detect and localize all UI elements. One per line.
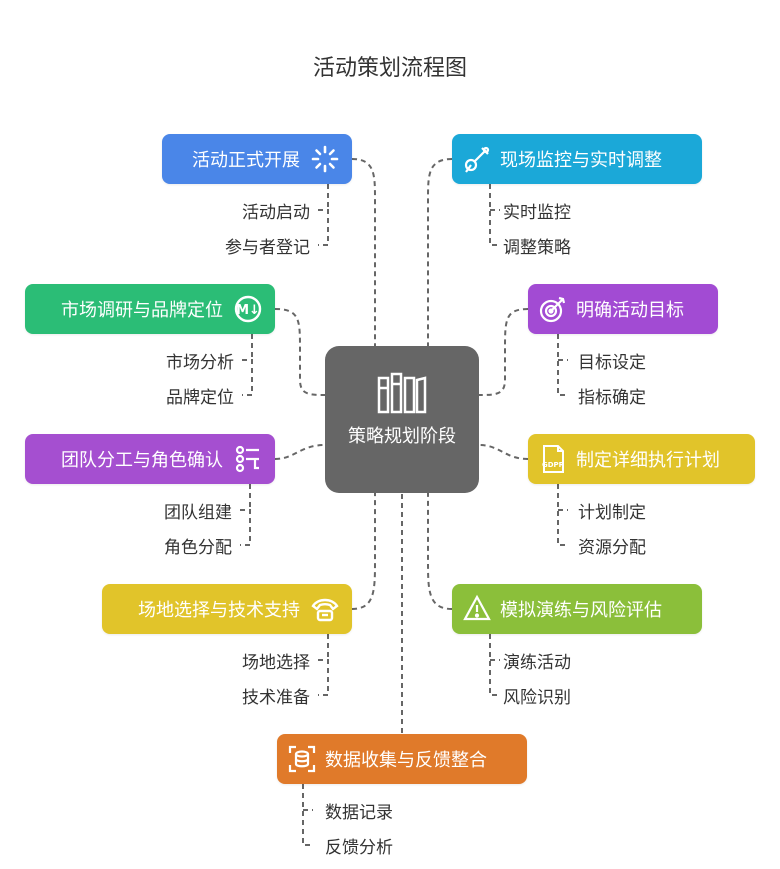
connector-venue: [351, 493, 376, 610]
connector-launch: [351, 158, 376, 346]
sub-connector-market: [242, 334, 253, 396]
sub-data-1: 反馈分析: [325, 838, 393, 858]
connector-market: [274, 308, 326, 396]
node-venue-label: 场地选择与技术支持: [138, 600, 300, 621]
node-data[interactable]: 数据收集与反馈整合: [277, 734, 527, 784]
svg-text:M↓: M↓: [236, 303, 260, 318]
sub-goal-0: 目标设定: [578, 353, 646, 373]
warning-icon: [462, 594, 492, 624]
sub-plan-1: 资源分配: [578, 538, 646, 558]
node-market[interactable]: 市场调研与品牌定位 M↓: [25, 284, 275, 334]
connector-team: [274, 444, 326, 460]
node-monitor-label: 现场监控与实时调整: [500, 150, 662, 171]
sub-market-0: 市场分析: [166, 353, 234, 373]
data-scan-icon: [287, 744, 317, 774]
node-drill-label: 模拟演练与风险评估: [500, 600, 662, 621]
sub-connector-drill: [489, 634, 500, 696]
sub-goal-1: 指标确定: [578, 388, 646, 408]
connector-drill: [427, 493, 453, 610]
node-plan-label: 制定详细执行计划: [576, 450, 720, 471]
sub-market-1: 品牌定位: [166, 388, 234, 408]
team-roles-icon: [233, 444, 263, 474]
sub-launch-0: 活动启动: [242, 203, 310, 223]
loading-spinner-icon: [310, 144, 340, 174]
node-data-label: 数据收集与反馈整合: [325, 750, 487, 771]
sub-connector-goal: [557, 334, 568, 396]
node-team[interactable]: 团队分工与角色确认: [25, 434, 275, 484]
node-venue[interactable]: 场地选择与技术支持: [102, 584, 352, 634]
sub-team-1: 角色分配: [164, 538, 232, 558]
sub-connector-monitor: [489, 184, 500, 246]
sub-plan-0: 计划制定: [578, 503, 646, 523]
node-team-label: 团队分工与角色确认: [61, 450, 223, 471]
sub-connector-plan: [557, 484, 568, 546]
sub-connector-data: [302, 784, 313, 846]
sub-launch-1: 参与者登记: [225, 238, 310, 258]
node-drill[interactable]: 模拟演练与风险评估: [452, 584, 702, 634]
document-icon: GDPR: [538, 444, 568, 474]
node-goal[interactable]: 明确活动目标: [528, 284, 718, 334]
connector-goal: [478, 308, 529, 396]
sub-monitor-0: 实时监控: [503, 203, 571, 223]
center-label: 策略规划阶段: [348, 426, 456, 447]
sub-connector-launch: [318, 184, 329, 246]
node-plan[interactable]: GDPR 制定详细执行计划: [528, 434, 755, 484]
node-launch-label: 活动正式开展: [192, 150, 300, 171]
diagram-title: 活动策划流程图: [312, 56, 467, 81]
telephone-icon: [310, 594, 340, 624]
target-icon: [538, 294, 568, 324]
sub-venue-1: 技术准备: [242, 688, 310, 708]
node-monitor[interactable]: 现场监控与实时调整: [452, 134, 702, 184]
sub-connector-venue: [318, 634, 329, 696]
book-columns-icon: [377, 372, 427, 414]
sub-team-0: 团队组建: [164, 503, 232, 523]
brand-badge-icon: M↓: [233, 294, 263, 324]
node-market-label: 市场调研与品牌定位: [61, 300, 223, 321]
sub-drill-0: 演练活动: [503, 653, 571, 673]
sub-connector-team: [240, 484, 251, 546]
center-node: 策略规划阶段: [325, 346, 479, 493]
sub-drill-1: 风险识别: [503, 688, 571, 708]
satellite-icon: [462, 144, 492, 174]
node-goal-label: 明确活动目标: [576, 300, 684, 321]
node-launch[interactable]: 活动正式开展: [162, 134, 352, 184]
gdpr-text: GDPR: [542, 461, 565, 469]
sub-data-0: 数据记录: [325, 803, 393, 823]
sub-venue-0: 场地选择: [242, 653, 310, 673]
connector-monitor: [427, 158, 453, 346]
sub-monitor-1: 调整策略: [503, 238, 571, 258]
connector-plan: [478, 444, 529, 460]
